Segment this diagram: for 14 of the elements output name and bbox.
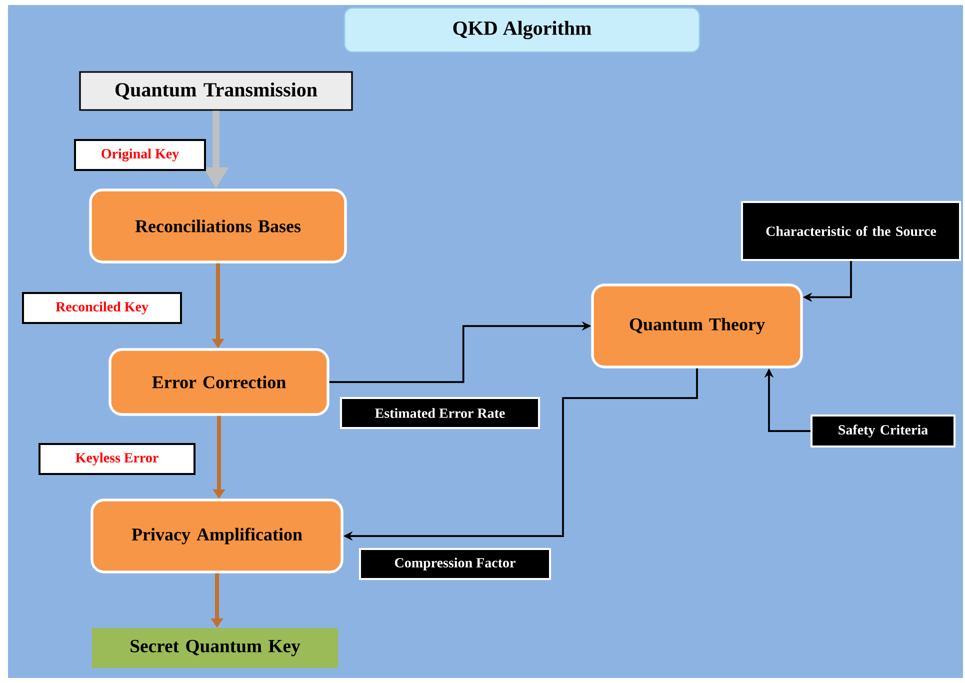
process-box: Quantum Transmission (79, 71, 353, 111)
input-box: Safety Criteria (810, 414, 956, 448)
edge-label: Estimated Error Rate (340, 397, 540, 429)
title-box: QKD Algorithm (344, 7, 700, 53)
process-box: Reconciliations Bases (89, 188, 347, 264)
output-box: Secret Quantum Key (92, 628, 338, 668)
process-box: Quantum Theory (591, 284, 803, 368)
edge-label: Reconciled Key (22, 292, 182, 324)
edge-label: Original Key (74, 139, 206, 171)
process-box: Privacy Amplification (90, 498, 344, 574)
process-box: Error Correction (108, 348, 330, 416)
edge-label: Keyless Error (38, 443, 196, 475)
edge-label: Compression Factor (359, 548, 551, 580)
input-box: Characteristic of the Source (741, 201, 961, 261)
